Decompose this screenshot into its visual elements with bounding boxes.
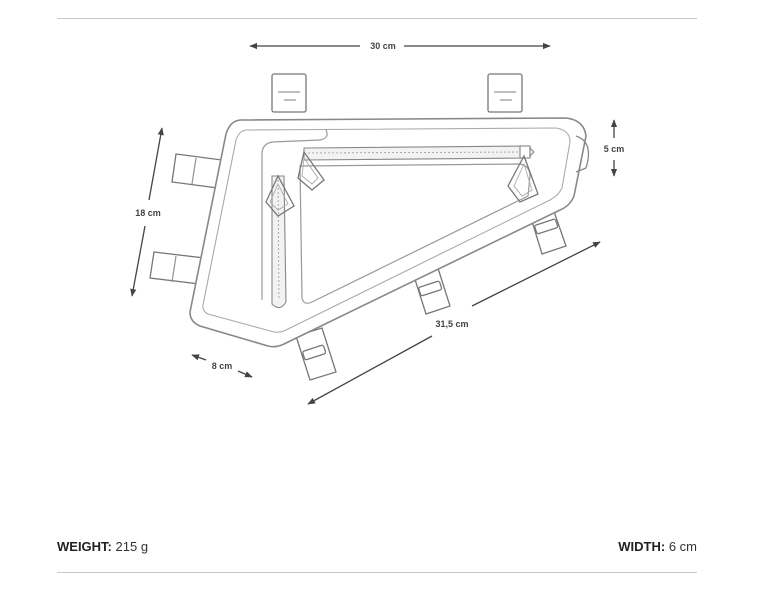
bag-end-cap	[575, 135, 590, 173]
dimension-bottom-width: 8 cm	[191, 354, 253, 378]
cable-port	[261, 129, 328, 300]
dimension-diagonal: 31,5 cm	[307, 241, 601, 405]
weight-label: WEIGHT:	[57, 539, 112, 554]
weight-spec: WEIGHT: 215 g	[57, 539, 148, 554]
zipper-vertical	[271, 175, 287, 309]
zipper-pull-top-left	[297, 150, 325, 191]
dimension-diagonal-label: 31,5 cm	[435, 319, 468, 329]
width-value: 6 cm	[668, 539, 697, 554]
dimension-depth-label: 5 cm	[604, 144, 625, 154]
bottom-divider	[57, 572, 697, 573]
dimension-bottom-width-label: 8 cm	[212, 361, 233, 371]
dimension-depth: 5 cm	[604, 119, 625, 177]
zipper-pull-top-right	[507, 154, 539, 203]
zipper-pull-vertical	[265, 174, 295, 217]
top-strap-right	[487, 73, 523, 113]
top-divider	[57, 18, 697, 19]
weight-value: 215 g	[115, 539, 149, 554]
bottom-buckle-1	[295, 327, 337, 381]
dimension-height: 18 cm	[130, 127, 164, 297]
zipper-top	[303, 145, 535, 161]
top-strap-left	[271, 73, 307, 113]
bag-body-seam	[202, 127, 571, 333]
width-label: WIDTH:	[618, 539, 666, 554]
dimension-top-length: 30 cm	[249, 41, 551, 51]
left-strap-upper	[171, 153, 223, 189]
bag-body-outer	[189, 117, 587, 348]
dimension-top-length-label: 30 cm	[370, 41, 396, 51]
width-spec: WIDTH: 6 cm	[618, 539, 697, 554]
dimension-height-label: 18 cm	[135, 208, 161, 218]
